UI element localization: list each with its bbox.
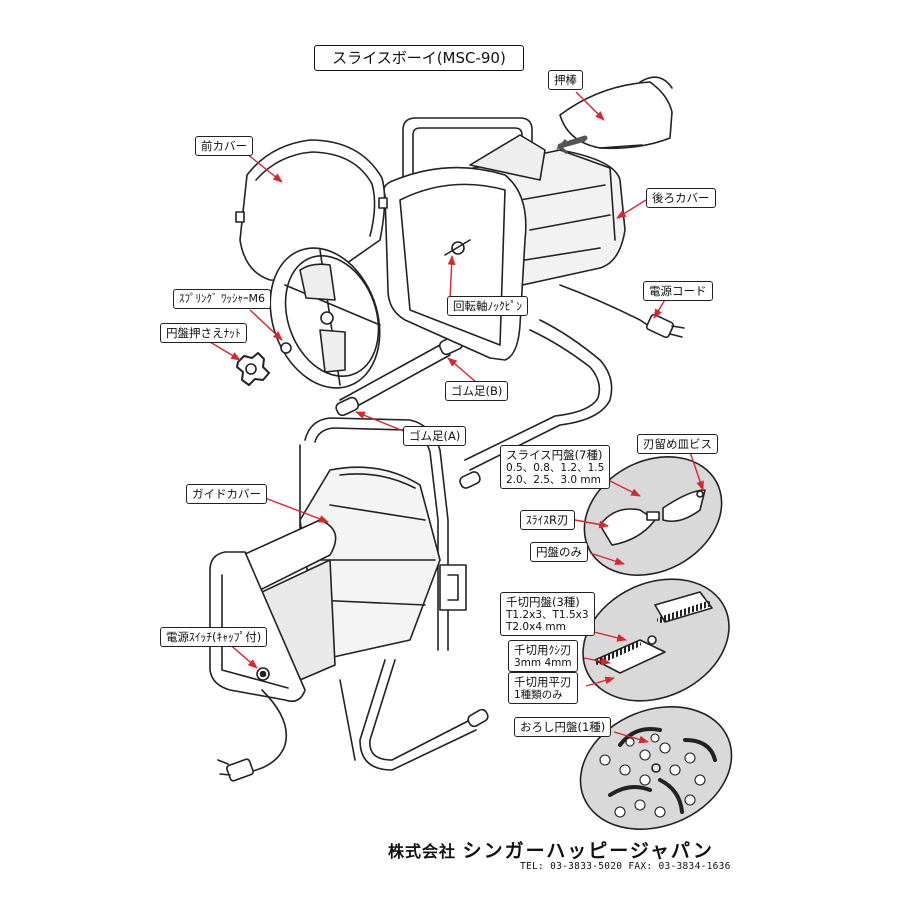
spring-washer-part xyxy=(280,342,292,354)
cutting-disc-unit xyxy=(269,247,381,389)
label-shaft-knock-pin: 回転軸ﾉｯｸﾋﾟﾝ xyxy=(447,296,528,316)
company-brand: シンガーハッピージャパン xyxy=(462,840,714,862)
slice-disc-title: スライス円盤(7種) xyxy=(506,448,603,462)
power-switch-part xyxy=(256,667,270,681)
label-power-switch: 電源ｽｲｯﾁ(ｷｬｯﾌﾟ付) xyxy=(160,627,268,647)
julienne-flat-title: 千切用平刃 xyxy=(514,675,572,689)
label-front-cover: 前カバー xyxy=(195,136,253,156)
label-julienne-disc: 千切円盤(3種) T1.2x3、T1.5x3 T2.0x4 mm xyxy=(500,592,595,636)
label-spring-washer: ｽﾌﾟﾘﾝｸﾞ ﾜｯｼｬｰM6 xyxy=(173,289,271,309)
label-julienne-flat-blade: 千切用平刃 1種類のみ xyxy=(508,672,578,704)
label-rear-cover: 後ろカバー xyxy=(646,188,716,208)
company-name: 株式会社 シンガーハッピージャパン xyxy=(388,836,714,863)
label-power-cord: 電源コード xyxy=(643,281,713,301)
slice-disc-sizes-2: 2.0、2.5、3.0 mm xyxy=(506,474,601,486)
company-tel-fax: TEL: 03-3833-5020 FAX: 03-3834-1636 xyxy=(520,861,731,872)
feed-direction-arrow xyxy=(555,138,586,155)
upper-frame xyxy=(339,117,613,471)
label-grater-disc: おろし円盤(1種) xyxy=(514,717,612,737)
disc-nut-part xyxy=(236,352,270,386)
julienne-sizes-1: T1.2x3、T1.5x3 xyxy=(506,609,589,621)
grater-disc-part xyxy=(579,705,733,831)
side-plate xyxy=(382,166,527,361)
chute xyxy=(469,134,546,181)
label-slice-r-blade: ｽﾗｲｽR刃 xyxy=(520,510,575,530)
spare-foot-part xyxy=(459,471,481,489)
label-slice-disc: スライス円盤(7種) 0.5、0.8、1.2、1.5 2.0、2.5、3.0 m… xyxy=(500,445,611,489)
julienne-disc-title: 千切円盤(3種) xyxy=(506,595,580,609)
julienne-comb-sizes: 3mm 4mm xyxy=(514,657,572,669)
upper-power-cord xyxy=(559,284,685,339)
lower-power-cord xyxy=(217,689,288,782)
leader-arrows xyxy=(209,91,704,744)
lower-drum xyxy=(299,466,441,661)
lower-side-panel xyxy=(209,551,467,703)
label-guide-cover: ガイドカバー xyxy=(186,484,267,504)
julienne-comb-title: 千切用ｸｼ刃 xyxy=(514,643,572,657)
label-push-rod: 押棒 xyxy=(548,70,583,90)
label-disc-nut: 円盤押さえﾅｯﾄ xyxy=(160,323,247,343)
label-rubber-foot-a: ゴム足(A) xyxy=(403,426,467,446)
julienne-sizes-2: T2.0x4 mm xyxy=(506,621,566,633)
label-disc-only: 円盤のみ xyxy=(530,542,588,562)
label-julienne-comb-blade: 千切用ｸｼ刃 3mm 4mm xyxy=(508,640,578,672)
lower-foot xyxy=(467,708,489,728)
company-prefix: 株式会社 xyxy=(388,842,457,861)
diagram-title: スライスボーイ(MSC-90) xyxy=(314,45,524,71)
rubber-foot-a-part xyxy=(335,396,360,417)
label-blade-screw: 刃留め皿ビス xyxy=(637,434,718,454)
label-rubber-foot-b: ゴム足(B) xyxy=(445,381,509,401)
slice-disc-part xyxy=(583,456,723,576)
julienne-disc-part xyxy=(582,578,730,702)
julienne-flat-note: 1種類のみ xyxy=(514,689,563,701)
slice-disc-sizes-1: 0.5、0.8、1.2、1.5 xyxy=(506,462,605,474)
